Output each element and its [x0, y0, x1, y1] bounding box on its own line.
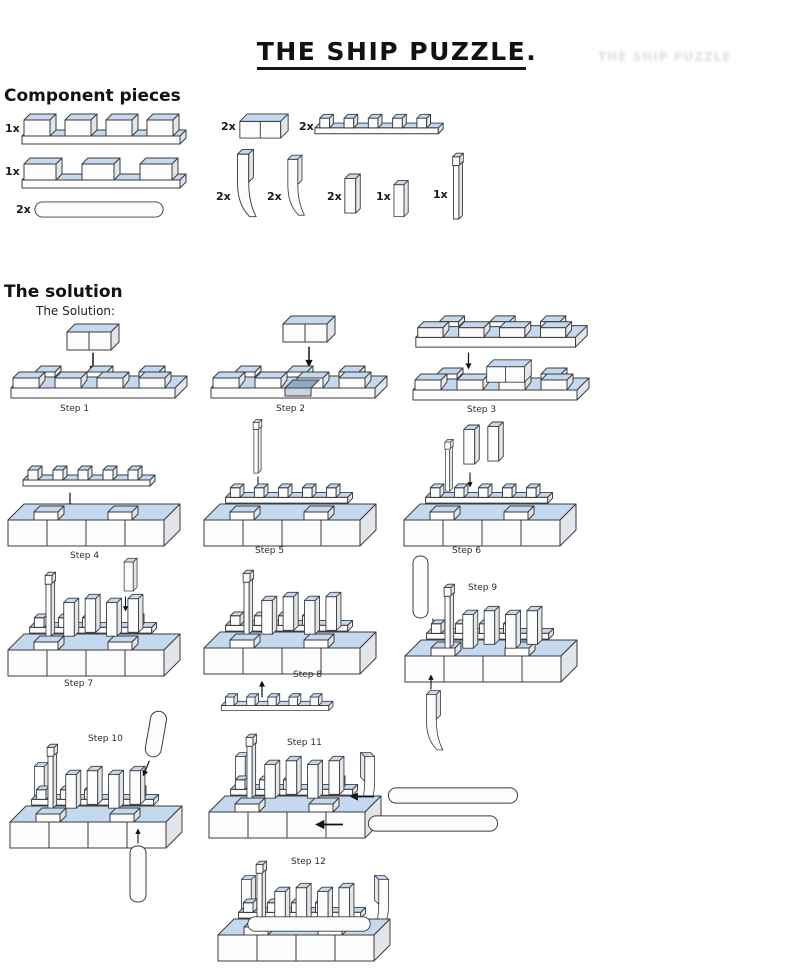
- hull-raft-upper: [415, 315, 588, 348]
- step-11: Step 11: [203, 710, 535, 850]
- page-title-period: .: [526, 36, 538, 66]
- step-8: Step 8: [198, 556, 383, 714]
- step-3-illustration: [412, 315, 590, 401]
- down-arrow-icon: [464, 352, 473, 370]
- step-7-illustration: [7, 557, 181, 677]
- hull-raft: [10, 365, 188, 399]
- step-6-illustration: [403, 421, 577, 547]
- hull-assembly: [7, 633, 181, 677]
- step-label: Step 12: [291, 857, 326, 867]
- qty-label: 2x: [299, 120, 314, 133]
- step-label: Step 10: [88, 734, 123, 744]
- piece-rounded-rod: [34, 201, 164, 218]
- step-label: Step 11: [287, 738, 322, 748]
- incoming-rack-piece: [22, 465, 156, 487]
- step-9-illustration: [404, 555, 578, 751]
- step-label: Step 8: [293, 670, 323, 680]
- step-label: Step 2: [276, 404, 306, 414]
- step-label: Step 6: [452, 546, 482, 556]
- piece-curved-bow-wide: [237, 148, 257, 218]
- step-5: Step 5: [198, 416, 383, 556]
- step-8-illustration: [203, 556, 377, 712]
- qty-label: 2x: [327, 190, 342, 203]
- step-label: Step 9: [468, 583, 498, 593]
- rail-rod: [247, 916, 371, 932]
- inserted-block-piece: [486, 359, 532, 383]
- incoming-block-piece: [66, 323, 120, 351]
- piece-notched-rack: [314, 113, 444, 135]
- piece-mast: [452, 152, 464, 220]
- step-5-illustration: [203, 419, 377, 547]
- hull-assembly: [7, 503, 181, 547]
- incoming-rod-piece: [144, 710, 167, 758]
- deck-rack: [425, 483, 553, 504]
- deck-rack: [225, 483, 353, 504]
- incoming-rod-piece: [412, 555, 429, 619]
- page-title: THE SHIP PUZZLE.: [0, 36, 794, 70]
- components-heading: Component pieces: [4, 86, 181, 106]
- step-label: Step 1: [60, 404, 90, 414]
- qty-label: 1x: [5, 165, 20, 178]
- step-7: Step 7: [2, 556, 187, 690]
- step-2-illustration: [210, 315, 388, 399]
- incoming-pillar-piece: [123, 557, 138, 592]
- incoming-rod-piece: [387, 787, 519, 804]
- solution-subheading: The Solution:: [36, 304, 116, 318]
- step-10-illustration: [9, 710, 183, 903]
- step-label: Step 3: [467, 405, 497, 415]
- piece-corner-block: [239, 113, 289, 139]
- qty-label: 2x: [16, 203, 31, 216]
- piece-medium-pillar: [393, 180, 409, 218]
- down-arrow-icon: [122, 596, 129, 612]
- qty-label: 2x: [221, 120, 236, 133]
- qty-label: 1x: [433, 188, 448, 201]
- step-4-illustration: [7, 465, 181, 547]
- hull-assembly: [203, 631, 377, 675]
- step-1-illustration: [10, 323, 188, 399]
- page-title-text: THE SHIP PUZZLE: [256, 36, 527, 70]
- qty-label: 1x: [376, 190, 391, 203]
- solution-heading: The solution: [4, 282, 123, 302]
- piece-hull-beam-four-notch: [21, 113, 187, 145]
- step-1: Step 1: [5, 316, 195, 416]
- step-2: Step 2: [205, 310, 395, 416]
- inserted-block-front: [284, 387, 312, 397]
- incoming-rod-piece: [129, 845, 147, 903]
- qty-label: 1x: [5, 122, 20, 135]
- incoming-rack-piece: [220, 693, 334, 712]
- step-6: Step 6: [398, 416, 583, 556]
- hull-assembly: [203, 503, 377, 547]
- component-pieces-illustration: [21, 113, 464, 220]
- qty-label: 2x: [267, 190, 282, 203]
- step-label: Step 4: [70, 551, 100, 561]
- step-3: Step 3: [405, 310, 600, 416]
- step-10: Step 10: [4, 706, 199, 914]
- up-arrow-icon: [258, 680, 266, 698]
- incoming-rod-piece: [367, 815, 499, 832]
- step-11-illustration: [208, 710, 519, 839]
- incoming-mast-piece: [252, 419, 263, 474]
- piece-short-pillar: [344, 173, 361, 214]
- step-9: Step 9: [393, 550, 588, 758]
- qty-label: 2x: [216, 190, 231, 203]
- incoming-pillar-piece: [463, 424, 480, 465]
- hull-assembly: [403, 503, 577, 547]
- incoming-block-piece: [282, 315, 336, 343]
- piece-hull-beam-three-notch: [21, 157, 187, 189]
- step-12: Step 12: [205, 855, 405, 968]
- title-ghost-artifact: THE SHIP PUZZLE: [598, 50, 732, 64]
- piece-curved-bow-narrow: [287, 154, 305, 216]
- hull-assembly: [208, 795, 382, 839]
- incoming-mast-piece: [444, 439, 454, 492]
- incoming-pillar-piece: [487, 421, 504, 462]
- step-12-illustration: [217, 855, 391, 962]
- step-4: Step 4: [2, 422, 187, 562]
- step-label: Step 5: [255, 546, 285, 556]
- step-label: Step 7: [64, 679, 94, 689]
- hull-assembly: [9, 805, 183, 849]
- down-arrow-icon: [304, 346, 314, 368]
